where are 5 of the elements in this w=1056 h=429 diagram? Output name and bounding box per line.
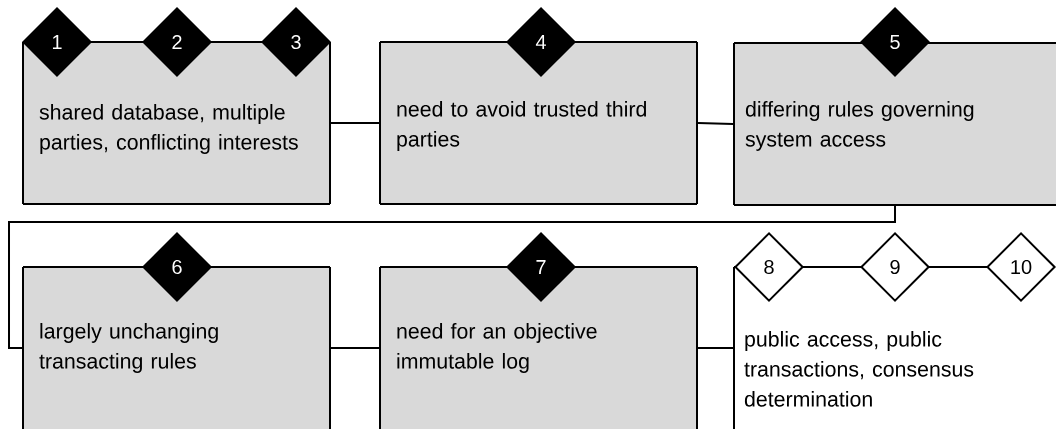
- connector: [697, 347, 734, 349]
- connector: [8, 205, 896, 349]
- connector: [330, 122, 380, 124]
- connector: [330, 347, 380, 349]
- connector: [697, 122, 734, 125]
